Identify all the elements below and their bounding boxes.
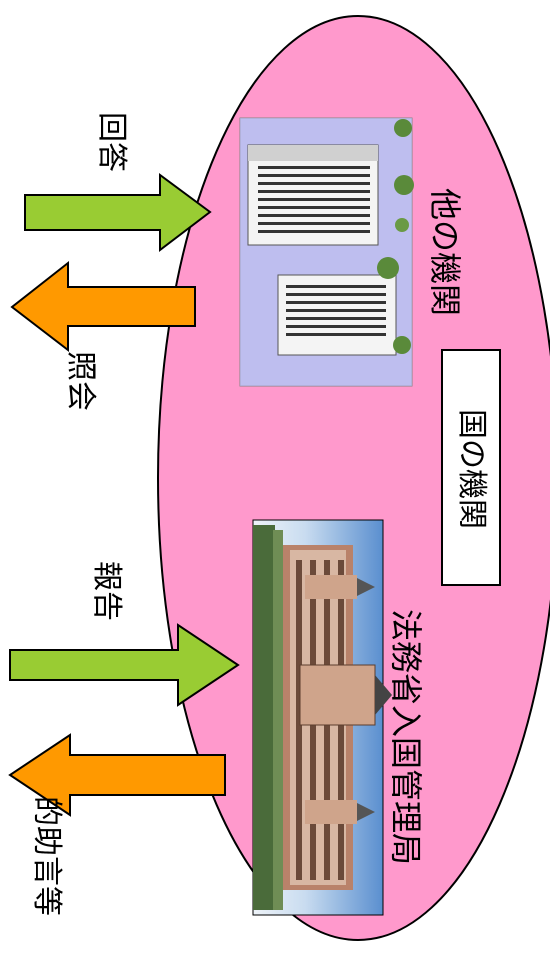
national-agency-label: 国の機関 xyxy=(454,409,489,529)
immigration-bureau-label: 法務省入国管理局 xyxy=(387,608,425,865)
answer-arrow xyxy=(24,173,212,253)
answer-label: 回答 xyxy=(94,112,129,172)
report-label: 報告 xyxy=(89,561,124,621)
advice-arrow xyxy=(8,733,226,817)
other-agency-photo xyxy=(239,117,414,387)
other-agency-label: 他の機関 xyxy=(426,187,464,316)
advice-label: 的助言等 xyxy=(29,796,64,916)
inquiry-arrow xyxy=(10,260,196,353)
immigration-building-photo xyxy=(252,519,392,916)
report-arrow xyxy=(9,623,240,707)
inquiry-label: 照会 xyxy=(63,351,98,411)
national-agency-box xyxy=(441,349,501,586)
